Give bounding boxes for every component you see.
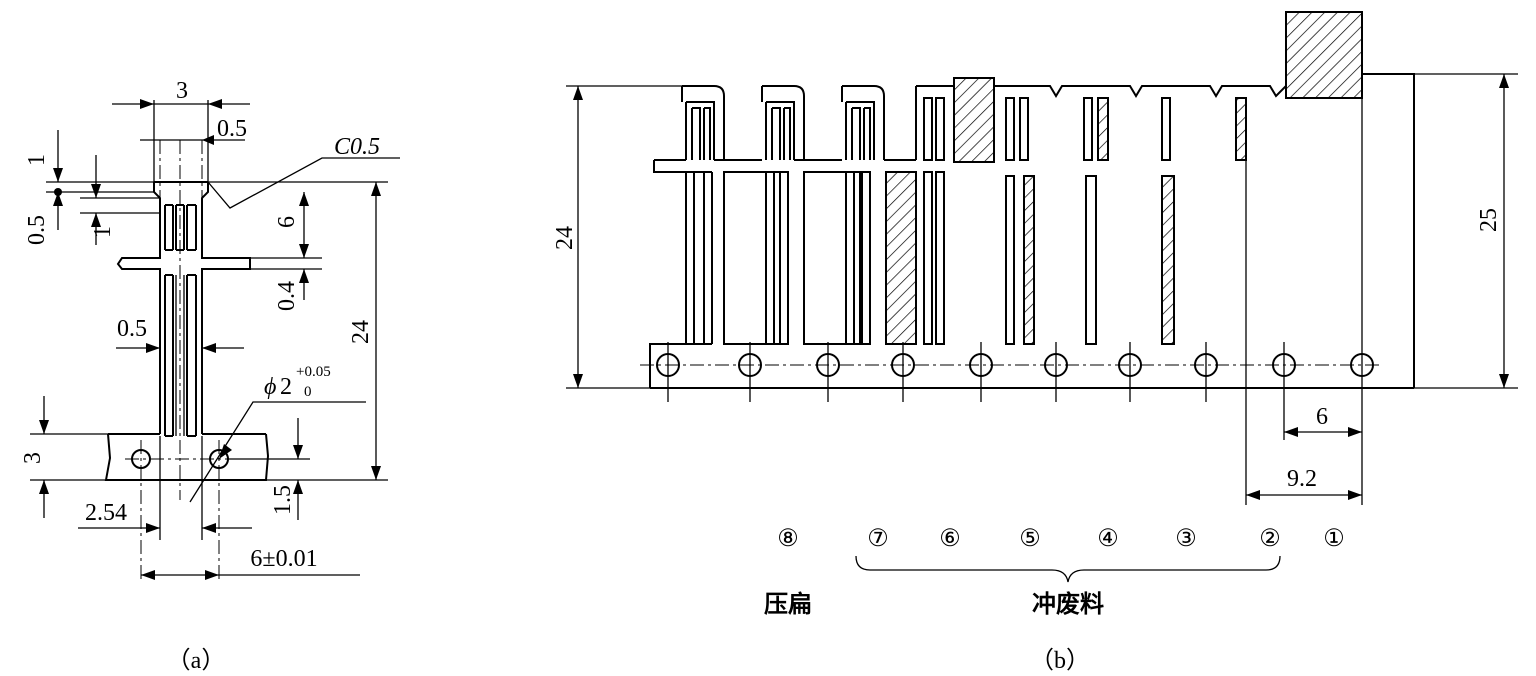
dim-a-0-5-mid: 0.5 [117, 316, 147, 342]
dim-b-6: 6 [1316, 404, 1328, 430]
caption-b: （b） [1030, 648, 1090, 674]
chamfer-label: C0.5 [334, 134, 380, 160]
caption-a: （a） [167, 648, 226, 674]
station-2: ② [1259, 526, 1281, 552]
dim-a-width-3: 3 [176, 78, 188, 104]
hole-diameter: 2 [280, 374, 292, 400]
dim-a-3-bottom: 3 [20, 452, 46, 464]
dim-b-24: 24 [552, 226, 578, 250]
part-b-drawing: 24 25 6 9.2 ⑧ ⑦ ⑥ ⑤ ④ ③ ② ① 压扁 冲废料 （b） [552, 11, 1518, 674]
strip-windows [723, 11, 1363, 345]
dot-marker [54, 188, 62, 196]
part-a-head-outline [116, 181, 251, 434]
station-8: ⑧ [777, 526, 799, 552]
dim-a-24: 24 [348, 320, 374, 344]
dim-a-2-54: 2.54 [85, 500, 127, 526]
hole-tol-lower: 0 [304, 384, 312, 400]
dim-a-1-top: 1 [24, 154, 50, 166]
dim-b-25: 25 [1476, 208, 1502, 232]
station-7: ⑦ [867, 526, 889, 552]
hole-tol-upper: +0.05 [296, 364, 331, 380]
dim-a-1-left: 1 [90, 226, 116, 238]
label-scrap: 冲废料 [1032, 590, 1104, 618]
dim-a-pitch: 6±0.01 [250, 546, 317, 572]
dim-a-0-5-left: 0.5 [24, 215, 50, 245]
part-a-carrier [104, 433, 270, 481]
dim-a-0-4: 0.4 [274, 281, 300, 311]
label-flatten: 压扁 [764, 590, 812, 618]
station-6: ⑥ [939, 526, 961, 552]
station-3: ③ [1175, 526, 1197, 552]
station-4: ④ [1097, 526, 1119, 552]
station-1: ① [1323, 526, 1345, 552]
hole-phi-symbol: ϕ [264, 374, 276, 400]
scrap-brace [855, 555, 1281, 583]
dim-a-6: 6 [274, 216, 300, 228]
strip-contacts [685, 101, 875, 160]
station-5: ⑤ [1019, 526, 1041, 552]
part-a-tines [164, 204, 197, 437]
dim-b-9-2: 9.2 [1287, 466, 1317, 492]
dim-a-web-0-5: 0.5 [217, 116, 247, 142]
dim-a-1-5: 1.5 [270, 485, 296, 515]
part-a-drawing: 3 0.5 C0.5 1 0.5 1 6 0.4 0.5 [20, 78, 400, 674]
